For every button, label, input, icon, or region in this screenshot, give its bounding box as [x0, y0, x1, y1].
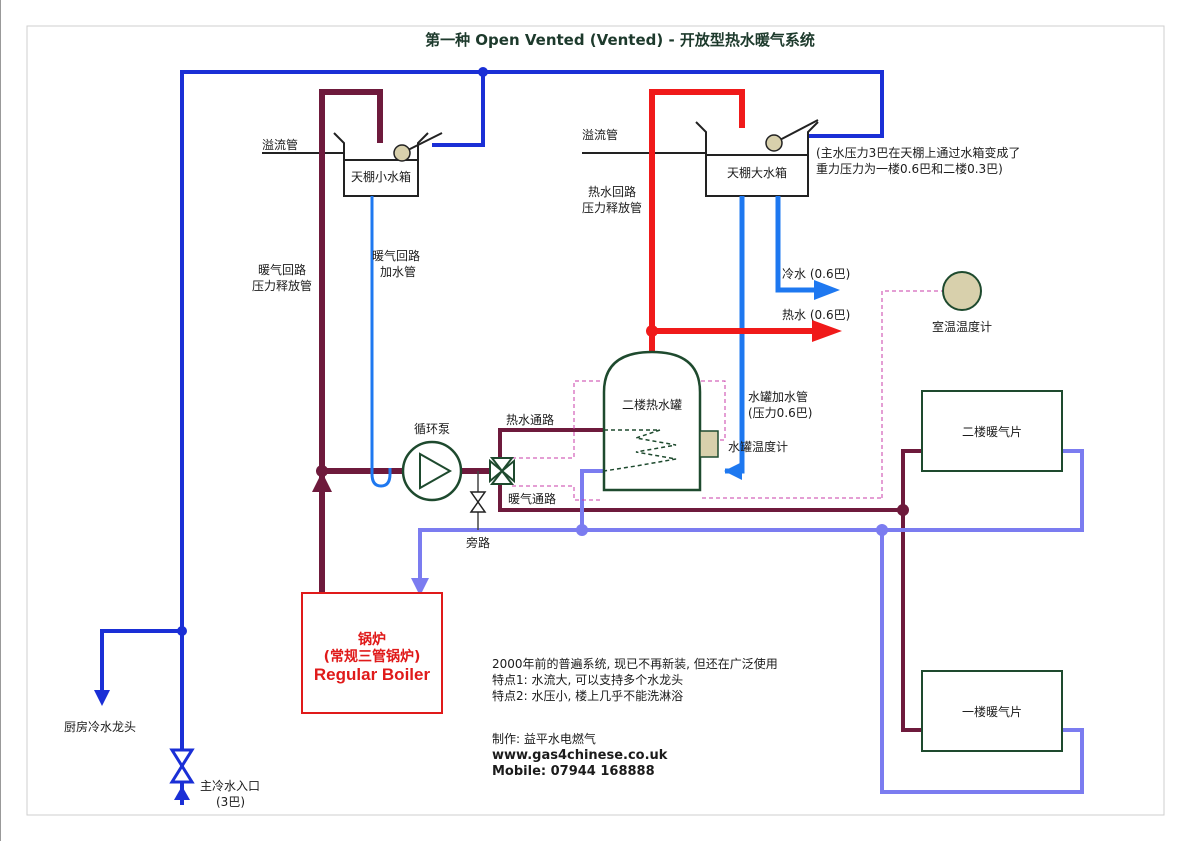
hot-path-label: 热水通路 — [506, 412, 554, 427]
heating-return-pipework — [418, 449, 1084, 794]
hot-outlet-arrow — [812, 320, 842, 342]
cylinder-feed-arrow — [724, 462, 742, 480]
heating-release-label-2: 压力释放管 — [252, 278, 312, 293]
junction-hot — [646, 325, 658, 337]
cylinder-thermostat-icon — [699, 430, 719, 458]
mains-inlet-arrow — [174, 786, 190, 800]
hot-water-pipework — [649, 89, 818, 352]
note-line-1: 2000年前的普遍系统, 现已不再新装, 但还在广泛使用 — [492, 656, 778, 671]
hot-water-cylinder — [602, 350, 702, 492]
mains-inlet-label-1: 主冷水入口 — [200, 779, 260, 793]
cold-outlet-arrow — [814, 280, 840, 300]
radiator-2f-label: 二楼暖气片 — [962, 424, 1022, 439]
junction-return-rad — [876, 524, 888, 536]
junction-return-cyl — [576, 524, 588, 536]
kitchen-tap-arrow — [94, 690, 110, 706]
overflow-left-label: 溢流管 — [262, 137, 298, 152]
hot-water-label: 热水 (0.6巴) — [782, 308, 850, 322]
junction-flow — [316, 465, 328, 477]
heating-circuit-pipes — [498, 428, 922, 732]
heating-feed-label-2: 加水管 — [380, 264, 416, 279]
credit-mobile: Mobile: 07944 168888 — [492, 764, 655, 779]
radiator-1f — [921, 670, 1063, 752]
radiator-2f — [921, 390, 1063, 472]
mains-inlet-label-2: (3巴) — [216, 795, 245, 809]
heating-flow-pipework — [319, 89, 490, 596]
cylinder-label: 二楼热水罐 — [622, 397, 682, 412]
junction-top — [478, 67, 488, 77]
boiler-flow-arrow — [312, 472, 332, 492]
pressure-note-1: (主水压力3巴在天棚上通过水箱变成了 — [816, 145, 1020, 160]
junction-radiators — [897, 504, 909, 516]
small-header-tank — [262, 132, 443, 197]
kitchen-tap-label: 厨房冷水龙头 — [64, 719, 136, 734]
boiler-type-label: (常规三管锅炉) — [324, 648, 421, 665]
pressure-note-2: 重力压力为一楼0.6巴和二楼0.3巴) — [816, 161, 1003, 176]
overflow-right-label: 溢流管 — [582, 127, 618, 142]
boiler-en-label: Regular Boiler — [314, 665, 431, 684]
big-tank-label: 天棚大水箱 — [727, 165, 787, 180]
mains-cold-pipework — [100, 70, 884, 805]
hot-release-label-1: 热水回路 — [588, 184, 636, 199]
float-ball-icon — [765, 134, 783, 152]
cylinder-thermostat-label: 水罐温度计 — [728, 439, 788, 454]
credit-line-1: 制作: 益平水电燃气 — [492, 731, 596, 746]
pump-label: 循环泵 — [414, 422, 450, 436]
heat-path-label: 暖气通路 — [508, 491, 556, 506]
boiler-cn-label: 锅炉 — [358, 631, 386, 648]
note-line-2: 特点1: 水流大, 可以支持多个水龙头 — [492, 672, 683, 687]
float-ball-icon — [393, 144, 411, 162]
hot-release-label-2: 压力释放管 — [582, 200, 642, 215]
cylinder-feed-label-1: 水罐加水管 — [748, 389, 808, 404]
big-header-tank — [582, 119, 819, 197]
circulation-pump — [401, 440, 463, 502]
credit-website: www.gas4chinese.co.uk — [492, 748, 668, 763]
room-thermostat-icon — [942, 271, 982, 311]
boiler — [301, 592, 443, 714]
note-line-3: 特点2: 水压小, 楼上几乎不能洗淋浴 — [492, 688, 683, 703]
page-frame — [26, 25, 1165, 816]
heating-feed-label-1: 暖气回路 — [372, 248, 420, 263]
small-tank-label: 天棚小水箱 — [351, 169, 411, 184]
cylinder-feed-label-2: (压力0.6巴) — [748, 406, 812, 420]
three-way-valve[interactable] — [489, 457, 515, 485]
cold-water-label: 冷水 (0.6巴) — [782, 267, 850, 281]
mains-stop-valve[interactable] — [169, 748, 195, 784]
diagram-title: 第一种 Open Vented (Vented) - 开放型热水暖气系统 — [425, 31, 815, 49]
heating-release-label-1: 暖气回路 — [258, 262, 306, 277]
radiator-1f-label: 一楼暖气片 — [962, 704, 1022, 719]
boiler-return-arrow — [411, 578, 429, 596]
room-thermostat-label: 室温温度计 — [932, 319, 992, 334]
junction-kitchen — [177, 626, 187, 636]
feed-loop — [370, 196, 392, 488]
cylinder-coil — [603, 429, 677, 472]
bypass-label: 旁路 — [466, 535, 490, 550]
bypass-valve[interactable] — [469, 471, 487, 530]
